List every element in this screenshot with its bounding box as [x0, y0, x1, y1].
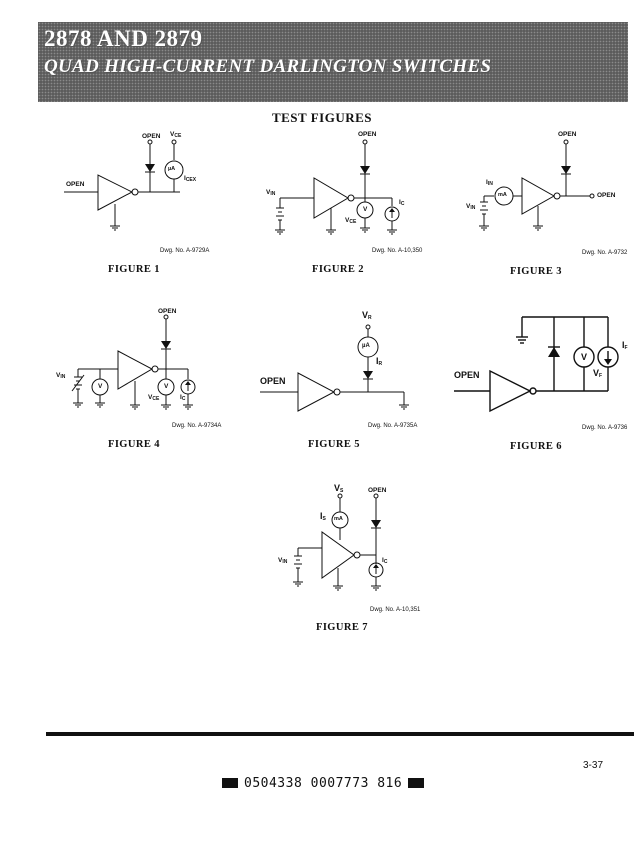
figure-5-schematic	[260, 324, 409, 412]
label-vce: VCE	[170, 131, 182, 139]
header-banner: 2878 AND 2879 QUAD HIGH-CURRENT DARLINGT…	[38, 22, 628, 102]
figure-7-schematic	[293, 493, 384, 591]
meter-volt: V	[581, 352, 588, 362]
label-open-input: OPEN	[260, 376, 286, 386]
meter-milliamp: mA	[334, 516, 343, 522]
label-ir: IR	[376, 356, 383, 367]
label-open: OPEN	[142, 133, 161, 140]
label-open-output: OPEN	[597, 192, 616, 199]
figure-caption: FIGURE 3	[510, 266, 562, 277]
figure-caption: FIGURE 2	[312, 264, 364, 275]
label-vs: VS	[334, 483, 344, 494]
dwg-number: Dwg. No. A-9732	[582, 250, 628, 256]
figure-3: OPEN IIN mA VIN OPEN Dwg. No. A-9732 FIG…	[458, 130, 638, 280]
figure-caption: FIGURE 1	[108, 264, 160, 275]
meter-microamp: µA	[362, 343, 370, 349]
label-vr: VR	[362, 310, 372, 321]
figure-3-schematic	[479, 139, 595, 231]
figure-caption: FIGURE 7	[316, 622, 368, 633]
figure-1: OPEN VCE µA ICEX OPEN Dwg. No. A-9729A F…	[60, 130, 260, 280]
label-vce: VCE	[345, 217, 357, 225]
figure-2: OPEN VIN V VCE IC Dwg. No. A-10,350 FIGU…	[262, 130, 442, 280]
section-title: TEST FIGURES	[271, 110, 373, 125]
figure-caption: FIGURE 5	[308, 439, 360, 450]
meter-volt-output: V	[164, 383, 169, 390]
figure-caption: FIGURE 6	[510, 441, 562, 452]
label-open: OPEN	[358, 131, 377, 138]
label-vin: VIN	[278, 557, 288, 565]
label-vin: VIN	[466, 203, 476, 211]
label-open-input: OPEN	[454, 370, 480, 380]
barcode-block-left	[222, 778, 238, 788]
barcode-text: 0504338 0007773 816	[244, 775, 403, 791]
meter-milliamp: mA	[498, 192, 507, 198]
header-subtitle: QUAD HIGH-CURRENT DARLINGTON SWITCHES	[44, 56, 492, 77]
barcode-block-right	[408, 778, 425, 788]
figure-4-schematic	[71, 314, 196, 410]
label-open: OPEN	[158, 308, 177, 315]
label-if: IF	[622, 340, 628, 351]
dwg-number: Dwg. No. A-10,350	[372, 248, 423, 254]
header-part-numbers: 2878 AND 2879	[44, 26, 203, 51]
label-iin: IIN	[486, 179, 493, 187]
figure-5: VR µA IR OPEN Dwg. No. A-9735A FIGURE 5	[258, 305, 438, 455]
label-is: IS	[320, 511, 326, 522]
figure-7: VS OPEN IS mA VIN IC Dwg. No. A-10,351 F…	[266, 482, 456, 642]
label-ic: IC	[399, 199, 405, 207]
label-ic: IC	[180, 394, 186, 402]
page-number: 3-37	[583, 760, 604, 771]
dwg-number: Dwg. No. A-9729A	[160, 248, 210, 254]
footer-rule	[46, 732, 634, 736]
meter-microamp: µA	[168, 166, 176, 172]
meter-volt-input: V	[98, 383, 103, 390]
figure-6-schematic	[454, 316, 619, 413]
dwg-number: Dwg. No. A-10,351	[370, 607, 421, 613]
label-icex: ICEX	[184, 175, 197, 183]
banner-halftone-background	[38, 22, 628, 102]
dwg-number: Dwg. No. A-9734A	[172, 423, 222, 429]
label-ic: IC	[382, 557, 388, 565]
figure-1-schematic	[64, 139, 184, 231]
figure-6: IF V VF OPEN Dwg. No. A-9736 FIGURE 6	[450, 305, 640, 455]
barcode: 0504338 0007773 816	[222, 775, 425, 791]
figure-caption: FIGURE 4	[108, 439, 160, 450]
dwg-number: Dwg. No. A-9736	[582, 425, 628, 431]
meter-volt: V	[363, 206, 368, 213]
label-open: OPEN	[368, 487, 387, 494]
figure-2-schematic	[275, 139, 400, 235]
label-vf: VF	[593, 368, 603, 379]
figure-4: OPEN VIN V V VCE IC Dwg. No. A-9734A FIG…	[56, 305, 256, 455]
label-vin: VIN	[56, 372, 66, 380]
label-vin: VIN	[266, 189, 276, 197]
label-vce: VCE	[148, 394, 160, 402]
label-open: OPEN	[558, 131, 577, 138]
dwg-number: Dwg. No. A-9735A	[368, 423, 418, 429]
label-open-input: OPEN	[66, 181, 85, 188]
